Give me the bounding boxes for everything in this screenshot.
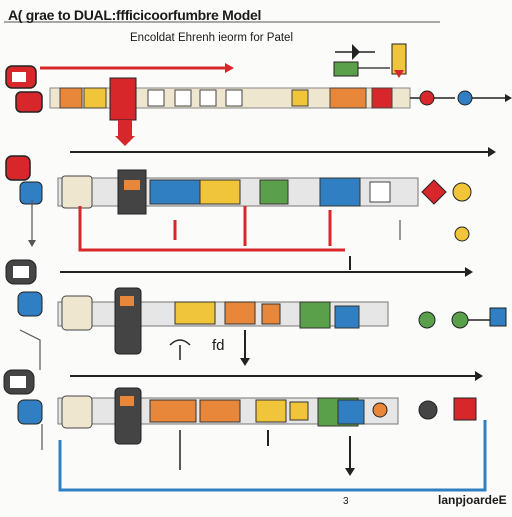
row-4 bbox=[3, 369, 487, 492]
row3-node-green-2 bbox=[451, 311, 469, 329]
page-subtitle: Encoldat Ehrenh ieorm for Patel bbox=[130, 32, 294, 44]
row-1 bbox=[5, 43, 512, 146]
row4-block-orange bbox=[149, 399, 197, 423]
row2-node-yellow bbox=[452, 182, 472, 202]
row1-square-3 bbox=[199, 89, 217, 107]
row4-node-orange bbox=[372, 402, 388, 418]
row2-node-yellow-2 bbox=[454, 226, 470, 242]
row3-block-green bbox=[299, 301, 331, 329]
row3-block-cream bbox=[61, 295, 93, 331]
row3-main-bar bbox=[57, 301, 389, 327]
row2-block-cream bbox=[61, 175, 93, 209]
row1-red-column bbox=[109, 77, 137, 121]
row1-square-4 bbox=[225, 89, 243, 107]
footer-page-number: 3 bbox=[343, 496, 349, 507]
row1-square-yellow bbox=[291, 89, 309, 107]
row1-block-yellow bbox=[83, 87, 107, 109]
row2-input-red bbox=[5, 155, 31, 181]
row1-square-2 bbox=[174, 89, 192, 107]
row3-square bbox=[261, 303, 281, 325]
row4-input-blue bbox=[17, 399, 43, 425]
row4-block-blue bbox=[337, 399, 365, 425]
row1-block-red bbox=[371, 87, 393, 109]
row2-square bbox=[369, 181, 391, 203]
row1-node-red bbox=[419, 90, 435, 106]
row3-block-yellow bbox=[174, 301, 216, 325]
row1-square-1 bbox=[147, 89, 165, 107]
row1-top-green bbox=[333, 61, 359, 77]
row3-block-orange bbox=[224, 301, 256, 325]
row1-top-yellow bbox=[391, 43, 407, 75]
row2-block-blue-2 bbox=[319, 177, 361, 207]
row3-output-blue bbox=[489, 307, 507, 327]
row3-input-blue bbox=[17, 291, 43, 317]
row1-block-orange bbox=[59, 87, 83, 109]
row2-input-blue bbox=[19, 181, 43, 205]
row1-top-arrow bbox=[352, 44, 360, 60]
page-title: A( grae to DUAL:ffficicoorfumbre Model bbox=[8, 7, 262, 23]
row1-node-blue bbox=[457, 90, 473, 106]
row2-block-blue bbox=[149, 179, 201, 205]
row-2 bbox=[5, 147, 496, 252]
row3-block-blue bbox=[334, 305, 360, 329]
row1-red-drop bbox=[118, 120, 132, 138]
row4-blue-loop bbox=[58, 420, 487, 492]
row2-black-column bbox=[117, 169, 147, 215]
row1-block-orange-2 bbox=[329, 87, 367, 109]
row-3 bbox=[5, 256, 507, 370]
row2-block-green bbox=[259, 179, 289, 205]
row4-block-cream bbox=[61, 395, 93, 429]
row4-block-orange-2 bbox=[199, 399, 241, 423]
row4-block-red bbox=[453, 397, 477, 421]
row4-label: fd bbox=[212, 337, 225, 354]
row1-input-red-2 bbox=[15, 91, 43, 113]
row4-square bbox=[289, 401, 309, 421]
row4-node-dark bbox=[418, 400, 438, 420]
footer-label: lanpjoardeE bbox=[438, 493, 507, 507]
row2-red-loop bbox=[78, 206, 345, 252]
row2-diamond-red bbox=[421, 179, 447, 205]
row3-node-green bbox=[418, 311, 436, 329]
row4-block-yellow bbox=[255, 399, 287, 423]
row1-input-icon bbox=[12, 72, 26, 82]
row2-block-yellow bbox=[199, 179, 241, 205]
